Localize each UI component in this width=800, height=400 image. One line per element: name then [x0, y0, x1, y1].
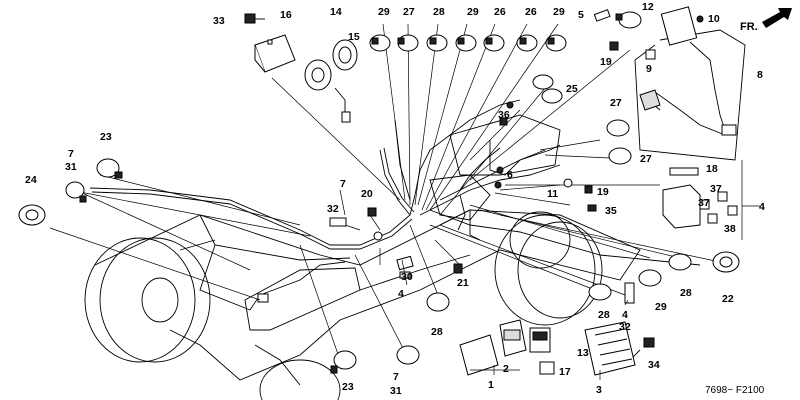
callout-36: 36	[498, 109, 510, 121]
callout-4-c: 4	[622, 309, 628, 321]
callout-19-a: 19	[600, 56, 612, 68]
callout-29-d: 29	[655, 301, 667, 313]
callout-13: 13	[577, 347, 589, 359]
part-34-bolt	[629, 337, 655, 361]
callout-26-b: 26	[525, 6, 537, 18]
callout-16: 16	[280, 9, 292, 21]
callout-30: 30	[401, 271, 413, 283]
callout-23-a: 23	[100, 131, 112, 143]
callout-25: 25	[566, 83, 578, 95]
leader-lines	[49, 23, 721, 361]
part-5-12-clips	[593, 9, 642, 51]
callout-27-b: 27	[610, 97, 622, 109]
callout-37-a: 37	[710, 183, 722, 195]
front-direction-indicator: FR.	[740, 8, 792, 33]
callout-27-c: 27	[640, 153, 652, 165]
callout-28-b: 28	[431, 326, 443, 338]
callout-11: 11	[547, 188, 558, 200]
callout-20: 20	[361, 188, 373, 200]
part-25-clamps	[532, 74, 563, 104]
part-33-bolt	[244, 13, 265, 24]
callout-29-c: 29	[553, 6, 565, 18]
group-bracket-lines	[339, 160, 760, 380]
callout-31-b: 31	[390, 385, 402, 397]
part-28-29-clamps-lower-right	[588, 253, 692, 304]
part-36-bolt	[499, 117, 508, 126]
callout-26-a: 26	[494, 6, 506, 18]
callout-27-a: 27	[403, 6, 415, 18]
callout-15: 15	[348, 31, 360, 43]
callout-10: 10	[708, 13, 720, 25]
callout-32-b: 32	[619, 321, 631, 333]
callout-12: 12	[642, 1, 654, 13]
callout-labels: 33 16 14 15 29 27 28 29 26 26 29 5 12 10…	[25, 1, 765, 397]
callout-29-b: 29	[467, 6, 479, 18]
callout-9: 9	[646, 63, 652, 75]
callout-21: 21	[457, 277, 469, 289]
callout-34: 34	[648, 359, 660, 371]
front-direction-label: FR.	[740, 21, 758, 33]
callout-19-b: 19	[597, 186, 609, 198]
part-14-15-grommet-connector	[304, 39, 358, 123]
callout-28-a: 28	[433, 6, 445, 18]
callout-32-a: 32	[327, 203, 339, 215]
callout-28-c: 28	[598, 309, 610, 321]
callout-17: 17	[559, 366, 571, 378]
callout-7-a: 7	[68, 148, 74, 160]
callout-22: 22	[722, 293, 734, 305]
part-31-7-clamp-lower	[396, 345, 420, 365]
part-23-clamp-upper	[96, 158, 123, 179]
part-3-control-unit	[584, 321, 636, 376]
vehicle-frame-outline	[84, 114, 641, 400]
part-13-17-relays	[529, 327, 555, 375]
callout-1: 1	[488, 379, 494, 391]
callout-28-d: 28	[680, 287, 692, 299]
callout-8: 8	[757, 69, 763, 81]
part-24-clamp	[18, 204, 46, 226]
part-21-bolt	[453, 263, 463, 274]
part-23-clamp-lower	[330, 350, 357, 374]
part-16-module	[254, 34, 296, 73]
part-11-19-35-fasteners	[494, 101, 597, 212]
part-18-38-relay-group	[662, 167, 738, 229]
callout-24: 24	[25, 174, 37, 186]
callout-29-a: 29	[378, 6, 390, 18]
clamp-row-top	[369, 34, 567, 52]
part-8-sub-harness-group	[634, 6, 746, 161]
callout-23-b: 23	[342, 381, 354, 393]
drawing-reference-code: 7698− F2100	[705, 385, 765, 396]
callout-7-c: 7	[393, 371, 399, 383]
part-28-clamp-center	[426, 292, 450, 312]
callout-38: 38	[724, 223, 736, 235]
part-20-32-7-fasteners	[329, 207, 383, 241]
callout-35: 35	[605, 205, 617, 217]
callout-2: 2	[503, 363, 509, 375]
callout-37-b: 37	[698, 197, 710, 209]
part-7-31-clip-upper	[65, 181, 87, 203]
callout-31-a: 31	[65, 161, 77, 173]
front-arrow-icon	[762, 8, 792, 28]
callout-14: 14	[330, 6, 342, 18]
callout-6: 6	[507, 169, 513, 181]
part-27-clamps-right	[606, 119, 632, 165]
part-1-2-modules	[459, 319, 527, 376]
callout-5: 5	[578, 9, 584, 21]
callout-7-b: 7	[340, 178, 346, 190]
callout-33: 33	[213, 15, 225, 27]
callout-18: 18	[706, 163, 718, 175]
callout-4-a: 4	[759, 201, 765, 213]
callout-3: 3	[596, 384, 602, 396]
main-wire-harness	[89, 99, 701, 311]
callout-4-b: 4	[398, 288, 404, 300]
part-22-clamp	[712, 251, 740, 273]
